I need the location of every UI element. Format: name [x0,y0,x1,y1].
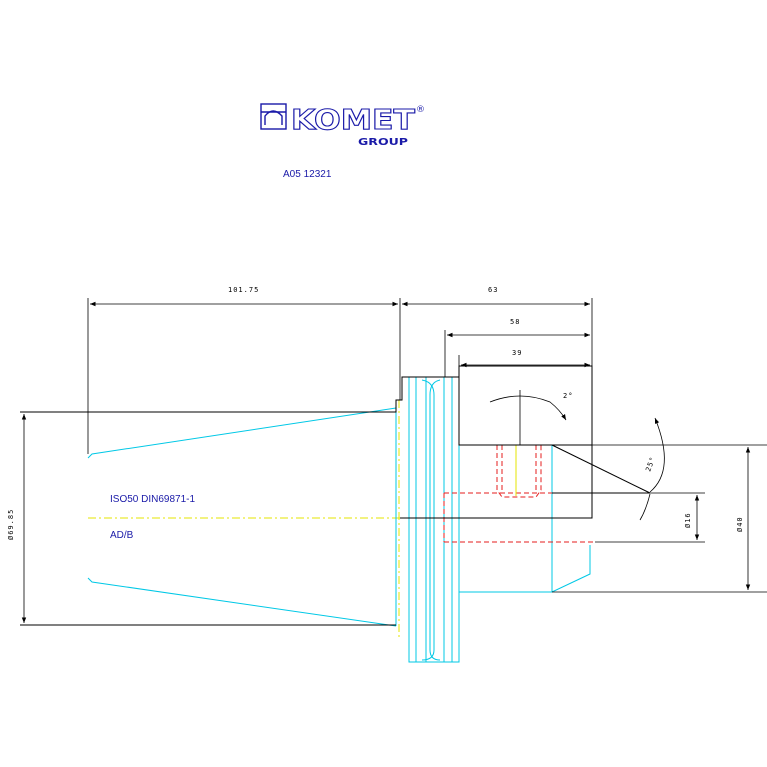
dim-taper-length: 101.75 [228,286,259,294]
logo-group: GROUP [358,137,408,148]
part-contour [87,376,591,663]
dimension-lines [21,298,767,623]
drawing-id: A05 12321 [283,169,332,180]
dim-angle-2: 2° [563,392,573,400]
dim-total-length: 63 [488,286,498,294]
komet-logo: KOMET ® GROUP [260,102,425,148]
dim-diameter-16: Ø16 [684,512,692,528]
spec-form: AD/B [110,530,134,541]
dim-diameter-69: Ø69.85 [7,509,15,540]
logo-brand: KOMET [291,103,415,136]
dim-diameter-40: Ø40 [736,516,744,532]
logo-registered-mark: ® [416,105,425,115]
spec-standard: ISO50 DIN69871-1 [110,494,195,505]
dim-length-58: 58 [510,318,520,326]
dim-angle-25: 25° [644,455,657,472]
komet-emblem-icon [260,103,287,130]
dim-length-39: 39 [512,349,522,357]
